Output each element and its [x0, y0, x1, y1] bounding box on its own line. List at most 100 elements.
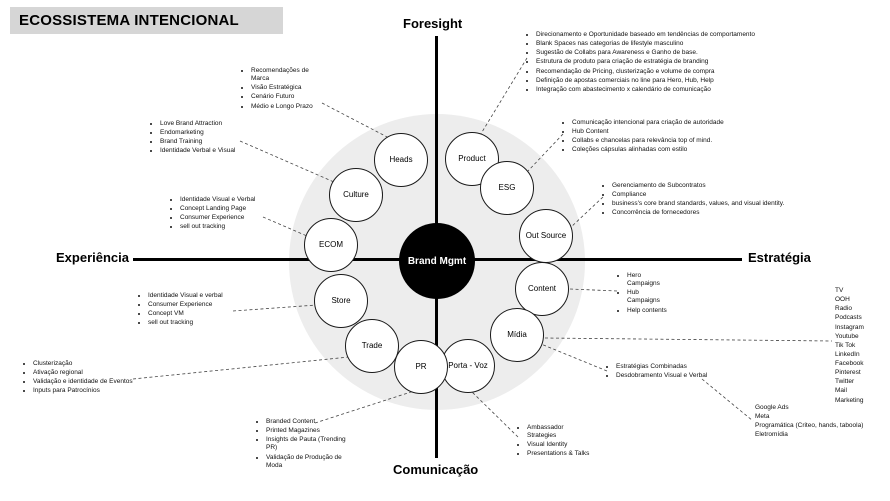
note-item: Marketing: [835, 396, 864, 404]
store-notes: Identidade Visual e verbalConsumer Exper…: [140, 292, 228, 329]
node-label-product: Product: [458, 154, 486, 164]
heads-notes: Recomendações de MarcaVisão EstratégicaC…: [243, 67, 319, 112]
note-item: Sugestão de Collabs para Awareness e Gan…: [536, 49, 768, 57]
connector-midia: [540, 343, 608, 372]
midia-notes-list: Estratégias CombinadasDesdobramento Visu…: [608, 363, 708, 380]
note-item: Facebook: [835, 360, 864, 367]
culture-notes: Love Brand AttractionEndomarketingBrand …: [152, 120, 238, 157]
note-item: Estrutura de produto para criação de est…: [536, 58, 768, 66]
note-item: Collabs e chancelas para relevância top …: [572, 137, 744, 145]
product-notes-list: Direcionamento e Oportunidade baseado em…: [528, 31, 768, 94]
note-item: Instagram: [835, 323, 864, 331]
connector-media-channels: [544, 337, 833, 342]
node-pr: PR: [394, 340, 448, 394]
note-item: Gerenciamento de Subcontratos: [612, 182, 809, 190]
connector-paid-media: [701, 378, 754, 422]
note-item: Identidade Verbal e Visual: [160, 147, 238, 155]
connector-content: [569, 288, 618, 292]
node-label-trade: Trade: [361, 341, 383, 351]
note-item: Brand Training: [160, 138, 238, 146]
content-notes-list: Hero CampaignsHub CampaignsHelp contents: [619, 272, 673, 315]
content-notes: Hero CampaignsHub CampaignsHelp contents: [619, 272, 673, 316]
note-item: Hub Content: [572, 128, 744, 136]
note-item: Blank Spaces nas categorias de lifestyle…: [536, 40, 768, 48]
note-item: Endomarketing: [160, 129, 238, 137]
note-item: sell out tracking: [180, 223, 260, 231]
note-item: Visual Identity: [527, 441, 591, 449]
note-item: Consumer Experience: [180, 214, 260, 222]
node-out-source: Out Source: [519, 209, 573, 263]
connector-lines: [132, 57, 833, 438]
out-source-notes-list: Gerenciamento de SubcontratosComplianceb…: [604, 182, 809, 218]
note-item: Ativação regional: [33, 369, 137, 377]
note-item: Eletromídia: [755, 431, 788, 439]
node-trade: Trade: [345, 319, 399, 373]
node-ecom: ECOM: [304, 218, 358, 272]
hub-label: Brand Mgmt: [407, 255, 467, 267]
note-item: Identidade Visual e Verbal: [180, 196, 260, 204]
node-label-esg: ESG: [498, 183, 516, 193]
ecom-notes-list: Identidade Visual e VerbalConcept Landin…: [172, 196, 260, 232]
ecom-notes: Identidade Visual e VerbalConcept Landin…: [172, 196, 260, 233]
note-item: TV: [835, 287, 844, 294]
note-item: Direcionamento e Oportunidade baseado em…: [536, 31, 768, 39]
connector-esg: [527, 133, 564, 172]
note-item: Médio e Longo Prazo: [251, 103, 319, 111]
node-label-out-source: Out Source: [525, 231, 567, 241]
note-item: Coleções cápsulas alinhadas com estilo: [572, 146, 744, 154]
connector-pr: [314, 390, 415, 424]
node-store: Store: [314, 274, 368, 328]
node-content: Content: [515, 262, 569, 316]
porta-voz-notes: Ambassador StrategiesVisual IdentityPres…: [519, 424, 591, 460]
note-item: Validação de Produção de Moda: [266, 454, 358, 470]
node-midia: Mídia: [490, 308, 544, 362]
note-item: Definição de apostas comerciais no line …: [536, 77, 768, 85]
axis-label-experiencia: Experiência: [56, 250, 129, 265]
note-item: Recomendações de Marca: [251, 67, 319, 83]
note-item: Desdobramento Visual e Verbal: [616, 372, 708, 380]
out-source-notes: Gerenciamento de SubcontratosComplianceb…: [604, 182, 809, 219]
midia-notes: Estratégias CombinadasDesdobramento Visu…: [608, 363, 708, 381]
node-label-porta-voz: Porta - Voz: [448, 361, 488, 371]
note-item: Hero Campaigns: [627, 272, 673, 288]
note-item: Podcasts: [835, 314, 862, 322]
connector-out-source: [569, 196, 604, 229]
note-item: Visão Estratégica: [251, 84, 319, 92]
connector-heads: [321, 102, 392, 140]
note-item: OOH: [835, 296, 850, 304]
node-esg: ESG: [480, 161, 534, 215]
note-item: business's core brand standards, values,…: [612, 200, 809, 208]
note-item: Radio: [835, 305, 852, 313]
node-heads: Heads: [374, 133, 428, 187]
axis-label-comunicacao: Comunicação: [393, 462, 479, 477]
note-item: LinkedIn: [835, 350, 860, 358]
esg-notes: Comunicação intencional para criação de …: [564, 119, 744, 156]
page-title: ECOSSISTEMA INTENCIONAL: [10, 7, 283, 34]
node-label-content: Content: [527, 284, 557, 294]
note-item: Concept VM: [148, 310, 228, 318]
note-item: Help contents: [627, 307, 673, 315]
note-item: Inputs para Patrocínios: [33, 387, 137, 395]
esg-notes-list: Comunicação intencional para criação de …: [564, 119, 744, 155]
note-item: Hub Campaigns: [627, 289, 673, 305]
node-label-midia: Mídia: [507, 330, 527, 340]
note-item: Consumer Experience: [148, 301, 228, 309]
node-label-heads: Heads: [389, 155, 413, 165]
note-item: Compliance: [612, 191, 809, 199]
note-item: Insights de Pauta (Trending PR): [266, 436, 358, 452]
note-item: Concorrência de fornecedores: [612, 209, 809, 217]
node-culture: Culture: [329, 168, 383, 222]
connector-ecom: [262, 216, 308, 237]
note-item: Google Ads: [755, 404, 789, 411]
note-item: sell out tracking: [148, 319, 228, 327]
axis-label-estrategia: Estratégia: [748, 250, 811, 265]
node-label-store: Store: [331, 296, 351, 306]
note-item: Love Brand Attraction: [160, 120, 238, 128]
note-item: Integração com abastecimento x calendári…: [536, 86, 768, 94]
connector-trade: [132, 356, 350, 380]
note-item: Comunicação intencional para criação de …: [572, 119, 744, 127]
